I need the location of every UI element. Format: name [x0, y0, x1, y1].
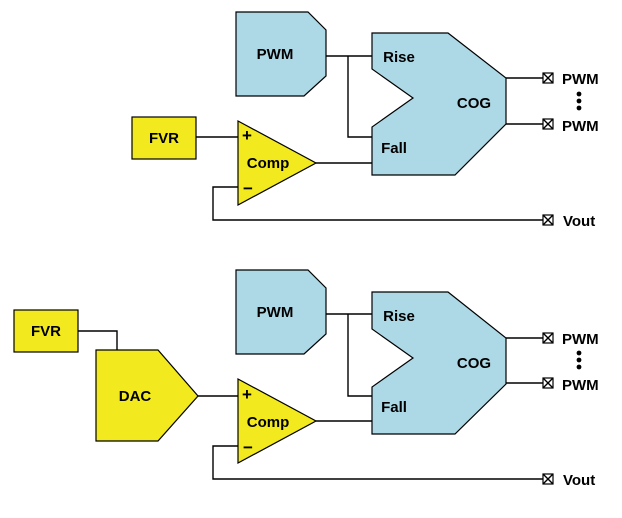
- bottom-dac-block: [95, 349, 199, 442]
- top-comp-minus: −: [243, 179, 253, 198]
- bottom-wire-cog-outputs: [506, 337, 543, 384]
- top-cog-rise-label: Rise: [383, 49, 415, 66]
- bottom-comparator: [237, 377, 318, 465]
- bottom-out-pwm-2-label: PWM: [562, 377, 599, 394]
- bottom-circuit: PWM Rise Fall COG FVR DAC + − Comp PWM: [13, 269, 599, 489]
- top-cog-label: COG: [457, 95, 491, 112]
- bottom-fvr-label: FVR: [31, 323, 61, 340]
- bottom-comp-plus: +: [242, 385, 252, 404]
- top-vout-terminal: [542, 214, 554, 226]
- bottom-fvr-block: [13, 309, 79, 353]
- bottom-wire-fvr-to-dac: [78, 330, 118, 350]
- bottom-comp-label: Comp: [247, 414, 290, 431]
- top-ellipsis-dots: [576, 91, 582, 111]
- top-circuit: PWM Rise Fall COG FVR + − Comp PWM PWM: [131, 11, 599, 230]
- top-fvr-block: [131, 116, 197, 160]
- top-out-terminal-2: [542, 118, 554, 130]
- top-comp-label: Comp: [247, 155, 290, 172]
- top-wire-vout-feedback: [212, 186, 543, 221]
- bottom-cog-block: [371, 291, 507, 435]
- top-cog-block: [371, 32, 507, 176]
- bottom-comp-minus: −: [243, 438, 253, 457]
- bottom-wire-pwm-to-cog: [326, 313, 372, 397]
- bottom-vout-label: Vout: [563, 472, 595, 489]
- top-cog-fall-label: Fall: [381, 140, 407, 157]
- top-wire-pwm-to-cog: [326, 55, 372, 138]
- bottom-cog-fall-label: Fall: [381, 399, 407, 416]
- bottom-out-terminal-2: [542, 377, 554, 389]
- bottom-wire-vout-feedback: [212, 445, 543, 480]
- bottom-out-terminal-1: [542, 332, 554, 344]
- top-vout-label: Vout: [563, 213, 595, 230]
- bottom-pwm-block: [235, 269, 327, 355]
- top-out-terminal-1: [542, 72, 554, 84]
- bottom-ellipsis-dots: [576, 350, 582, 370]
- bottom-dac-label: DAC: [119, 388, 152, 405]
- top-comparator: [237, 119, 318, 207]
- bottom-cog-rise-label: Rise: [383, 308, 415, 325]
- bottom-cog-label: COG: [457, 355, 491, 372]
- top-pwm-label: PWM: [257, 46, 294, 63]
- top-out-pwm-2-label: PWM: [562, 118, 599, 135]
- top-fvr-label: FVR: [149, 130, 179, 147]
- bottom-out-pwm-1-label: PWM: [562, 331, 599, 348]
- top-out-pwm-1-label: PWM: [562, 71, 599, 88]
- top-comp-plus: +: [242, 126, 252, 145]
- bottom-vout-terminal: [542, 473, 554, 485]
- bottom-pwm-label: PWM: [257, 304, 294, 321]
- top-wire-cog-outputs: [506, 77, 543, 125]
- top-pwm-block: [235, 11, 327, 97]
